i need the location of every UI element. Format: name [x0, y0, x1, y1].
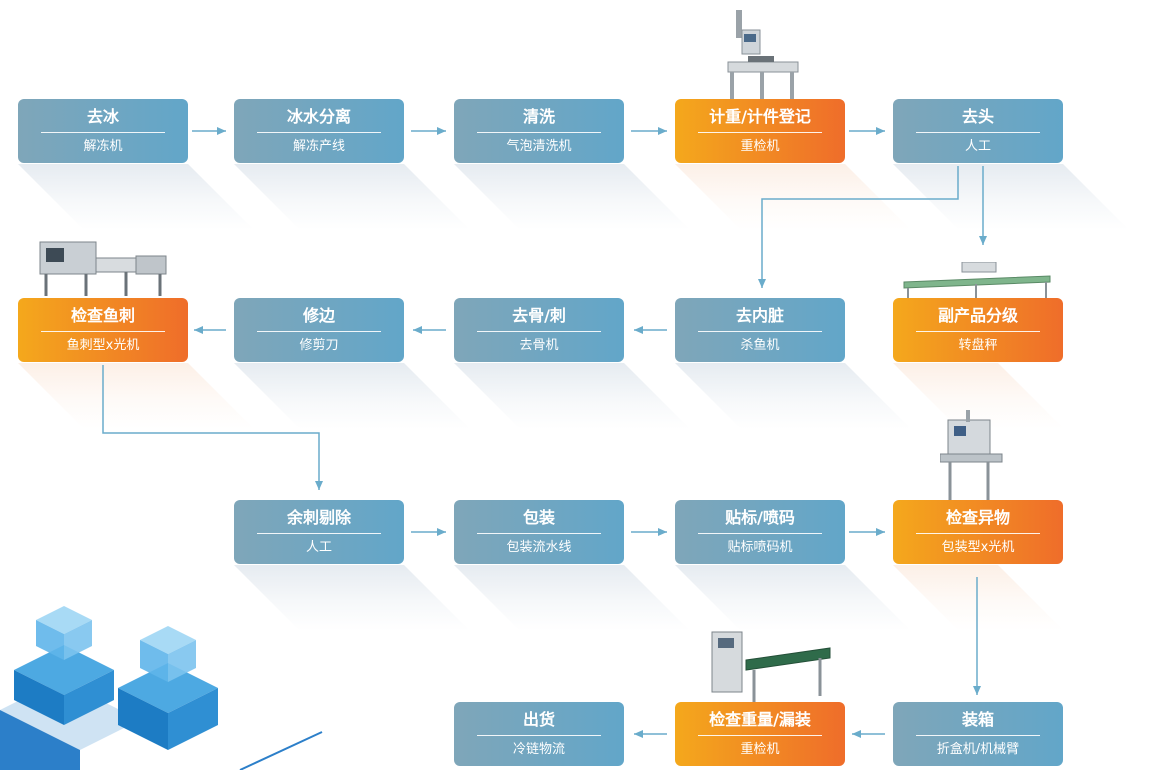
step-equipment: 转盘秤: [958, 338, 998, 353]
divider: [698, 331, 822, 332]
step-title: 去冰: [86, 107, 119, 126]
packaging-xray-machine-image: [940, 410, 1003, 500]
step-wash: 清洗 气泡清洗机: [454, 99, 624, 163]
step-byproduct: 副产品分级 转盘秤: [893, 298, 1063, 362]
xray-inspection-line-image: [39, 241, 167, 296]
divider: [41, 331, 165, 332]
divider: [257, 331, 381, 332]
step-equipment: 包装流水线: [506, 540, 572, 555]
step-equipment: 解冻机: [83, 139, 123, 154]
divider: [477, 132, 601, 133]
step-debone: 去骨/刺 去骨机: [454, 298, 624, 362]
step-title: 去头: [961, 107, 994, 126]
step-title: 装箱: [961, 710, 994, 729]
divider: [698, 533, 822, 534]
step-ship: 出货 冷链物流: [454, 702, 624, 766]
step-box: 装箱 折盒机/机械臂: [893, 702, 1063, 766]
step-title: 计重/计件登记: [709, 107, 811, 126]
step-title: 贴标/喷码: [725, 508, 795, 527]
step-equipment: 气泡清洗机: [506, 139, 572, 154]
step-equipment: 重检机: [740, 742, 780, 757]
step-title: 清洗: [522, 107, 555, 126]
divider: [477, 533, 601, 534]
divider: [477, 735, 601, 736]
step-title: 包装: [522, 508, 555, 527]
arrow-down-right: [102, 365, 323, 490]
step-equipment: 去骨机: [519, 338, 559, 353]
divider: [698, 735, 822, 736]
step-title: 检查重量/漏装: [709, 710, 811, 729]
step-title: 副产品分级: [937, 306, 1018, 325]
divider: [257, 533, 381, 534]
step-title: 冰水分离: [286, 107, 351, 126]
step-weigh: 计重/计件登记 重检机: [675, 99, 845, 163]
arrow-down-left: [758, 166, 959, 288]
step-pack: 包装 包装流水线: [454, 500, 624, 564]
step-separate: 冰水分离 解冻产线: [234, 99, 404, 163]
divider: [916, 533, 1040, 534]
step-title: 修边: [302, 306, 335, 325]
divider: [257, 132, 381, 133]
divider: [698, 132, 822, 133]
divider: [916, 331, 1040, 332]
divider: [477, 331, 601, 332]
step-equipment: 折盒机/机械臂: [936, 742, 1020, 757]
step-equipment: 贴标喷码机: [727, 540, 793, 555]
step-weightcheck: 检查重量/漏装 重检机: [675, 702, 845, 766]
step-label: 贴标/喷码 贴标喷码机: [675, 500, 845, 564]
step-equipment: 杀鱼机: [740, 338, 780, 353]
divider: [916, 132, 1040, 133]
step-equipment: 人工: [964, 139, 991, 154]
step-title: 出货: [522, 710, 555, 729]
step-residual: 余刺剔除 人工: [234, 500, 404, 564]
step-deice: 去冰 解冻机: [18, 99, 188, 163]
step-foreign: 检查异物 包装型x光机: [893, 500, 1063, 564]
step-title: 检查异物: [945, 508, 1010, 527]
step-trim: 修边 修剪刀: [234, 298, 404, 362]
step-title: 检查鱼刺: [70, 306, 135, 325]
step-equipment: 人工: [305, 540, 332, 555]
step-gut: 去内脏 杀鱼机: [675, 298, 845, 362]
step-equipment: 鱼刺型x光机: [66, 338, 140, 353]
step-equipment: 修剪刀: [299, 338, 339, 353]
divider: [41, 132, 165, 133]
step-equipment: 冷链物流: [512, 742, 565, 757]
divider: [916, 735, 1040, 736]
step-bonecheck: 检查鱼刺 鱼刺型x光机: [18, 298, 188, 362]
conveyor-checkweigher-image: [711, 631, 831, 702]
step-dehead: 去头 人工: [893, 99, 1063, 163]
checkweigher-machine-image: [727, 10, 799, 102]
step-title: 去骨/刺: [512, 306, 566, 325]
step-equipment: 重检机: [740, 139, 780, 154]
step-title: 去内脏: [735, 306, 784, 325]
step-title: 余刺剔除: [286, 508, 351, 527]
step-equipment: 解冻产线: [292, 139, 345, 154]
server-isometric-decoration: [0, 606, 323, 770]
step-equipment: 包装型x光机: [941, 540, 1015, 555]
